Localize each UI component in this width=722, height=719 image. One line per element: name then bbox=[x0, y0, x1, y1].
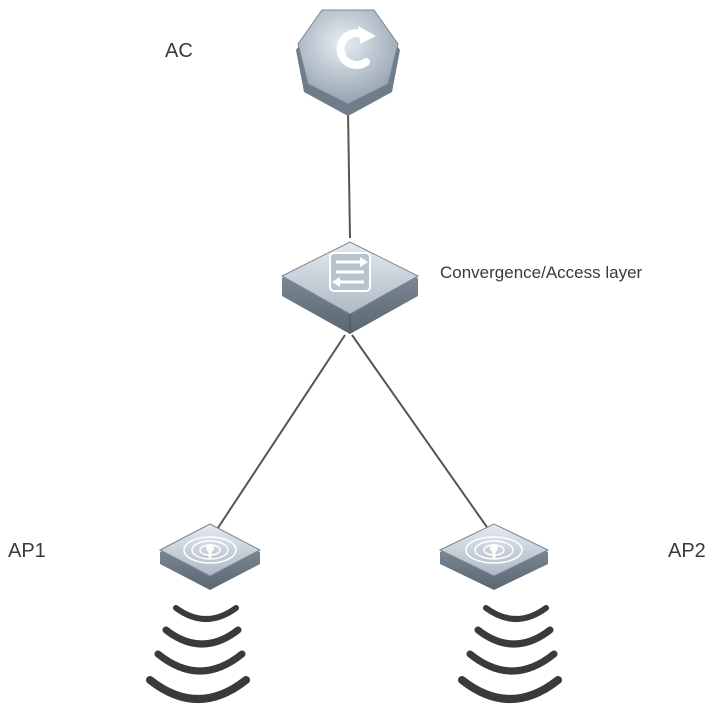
link-convergence-ap2 bbox=[351, 334, 497, 541]
ac-label: AC bbox=[165, 40, 193, 62]
ap1-signal-icon bbox=[146, 605, 250, 703]
ac-controller-icon bbox=[296, 9, 400, 116]
ap2-icon bbox=[438, 523, 550, 590]
switch-icon bbox=[280, 241, 420, 334]
ap1-icon bbox=[158, 523, 262, 590]
link-ac-convergence bbox=[347, 109, 351, 239]
links bbox=[209, 109, 497, 541]
ap2-signal-icon bbox=[458, 605, 562, 703]
link-convergence-ap1 bbox=[209, 334, 346, 541]
convergence-access-layer-label: Convergence/Access layer bbox=[440, 263, 643, 282]
ap1-label: AP1 bbox=[8, 540, 46, 562]
ap2-label: AP2 bbox=[668, 540, 706, 562]
